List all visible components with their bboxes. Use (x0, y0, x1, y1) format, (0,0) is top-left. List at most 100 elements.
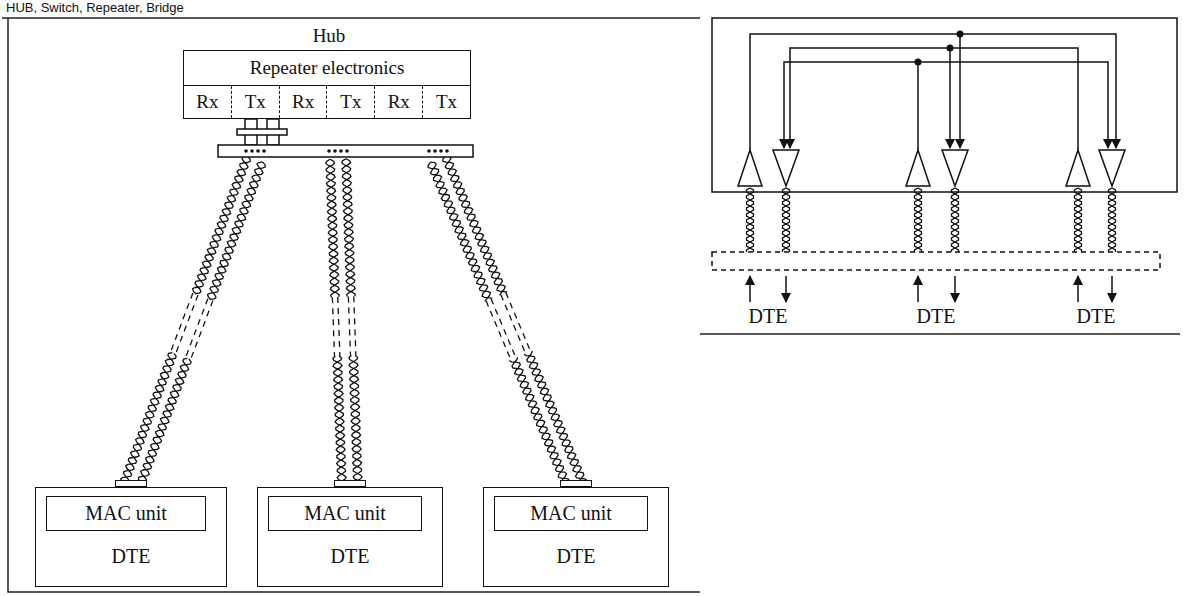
cable-gap (332, 297, 334, 356)
hub-connector (183, 119, 475, 159)
port-label: Rx (388, 91, 410, 113)
twisted-wire (195, 156, 250, 294)
twisted-wire (1109, 188, 1116, 252)
cable-gap (186, 299, 208, 358)
dte-socket (560, 480, 592, 487)
twisted-wire (349, 356, 362, 487)
port-cell: Rx (374, 86, 422, 118)
cable-gap (176, 295, 198, 354)
repeater-enclosure (712, 18, 1177, 192)
twisted-wire (193, 156, 248, 294)
contact-dot (439, 149, 443, 153)
port-label: Tx (340, 91, 361, 113)
signal-arrow (750, 276, 1112, 302)
dte-box: MAC unitDTE (257, 487, 443, 587)
contact-dot (339, 149, 343, 153)
contact-dot (445, 149, 449, 153)
mac-label: MAC unit (277, 502, 413, 525)
twisted-wire (326, 159, 340, 297)
twisted-wire (333, 356, 346, 487)
cable-gap (191, 301, 213, 360)
dte-box: MAC unitDTE (483, 487, 669, 587)
twisted-wire (1075, 188, 1082, 252)
contact-dot (262, 149, 266, 153)
twisted-wire (326, 159, 339, 297)
twisted-wire (512, 357, 572, 489)
dte-box: MAC unitDTE (35, 487, 227, 587)
contact-dot (345, 149, 349, 153)
connector-bar (218, 145, 473, 157)
dte-label: DTE (46, 545, 216, 568)
twisted-wire (915, 188, 922, 252)
frame-line (2, 18, 700, 592)
driver-symbol (773, 150, 1125, 186)
contact-dot (256, 149, 260, 153)
twisted-pair-cable (121, 156, 266, 490)
twisted-wire (121, 353, 176, 484)
twisted-wire (342, 159, 356, 297)
twisted-wire (747, 188, 754, 252)
cable-gap (338, 297, 340, 356)
dte-caption: DTE (1075, 305, 1118, 328)
twisted-pair (747, 188, 1116, 252)
mac-label: MAC unit (503, 502, 639, 525)
twisted-wire (952, 188, 959, 252)
dte-label: DTE (268, 545, 432, 568)
contact-dot (327, 149, 331, 153)
connector-strip (712, 252, 1160, 270)
twisted-pair-cable (326, 159, 362, 488)
contact-dot (250, 149, 254, 153)
rule-line (700, 333, 1180, 335)
mac-box: MAC unit (268, 496, 422, 531)
junction-dot (915, 31, 964, 66)
cable-gap (491, 299, 516, 358)
receiver-symbol (738, 150, 1090, 186)
hub-node: HubRepeater electronicsRxTxRxTxRxTx (183, 22, 475, 159)
mac-label: MAC unit (55, 502, 197, 525)
twisted-wire (783, 188, 790, 252)
port-cell: Rx (279, 86, 327, 118)
port-label: Tx (436, 91, 457, 113)
port-cell: Tx (422, 86, 470, 118)
repeater-title: Repeater electronics (184, 51, 470, 86)
hub-title: Hub (183, 22, 475, 50)
port-cell: Tx (326, 86, 374, 118)
twisted-pair-cable (428, 156, 587, 491)
twisted-wire (431, 162, 491, 301)
cable-gap (348, 297, 350, 356)
contact-dot (333, 149, 337, 153)
dte-socket (334, 480, 366, 487)
inner-slot: MAC unit (46, 496, 216, 531)
repeater-wiring (750, 34, 1116, 150)
contact-dot (427, 149, 431, 153)
twisted-wire (915, 188, 922, 252)
twisted-wire (342, 159, 355, 297)
port-label: Rx (292, 91, 314, 113)
twisted-wire (747, 188, 754, 252)
page-heading: HUB, Switch, Repeater, Bridge (4, 0, 186, 15)
dte-label: DTE (494, 545, 658, 568)
twisted-wire (527, 351, 587, 483)
cable-gap (354, 296, 356, 355)
inner-slot: MAC unit (268, 496, 432, 531)
dte-caption: DTE (747, 305, 790, 328)
dte-socket (115, 480, 147, 487)
twisted-wire (349, 355, 362, 486)
twisted-wire (952, 188, 959, 252)
port-cell: Tx (231, 86, 279, 118)
inner-slot: MAC unit (494, 496, 658, 531)
cable-gap (171, 293, 193, 352)
mac-box: MAC unit (494, 496, 648, 531)
twisted-wire (1075, 188, 1082, 252)
repeater-box: Repeater electronicsRxTxRxTxRxTx (183, 50, 471, 119)
mac-box: MAC unit (46, 496, 206, 531)
connector-plate (237, 129, 287, 135)
dte-caption: DTE (915, 305, 958, 328)
twisted-wire (783, 188, 790, 252)
port-cell: Rx (184, 86, 231, 118)
twisted-wire (1109, 188, 1116, 252)
cable-gap (486, 301, 511, 360)
port-label: Tx (245, 91, 266, 113)
twisted-wire (333, 356, 346, 487)
